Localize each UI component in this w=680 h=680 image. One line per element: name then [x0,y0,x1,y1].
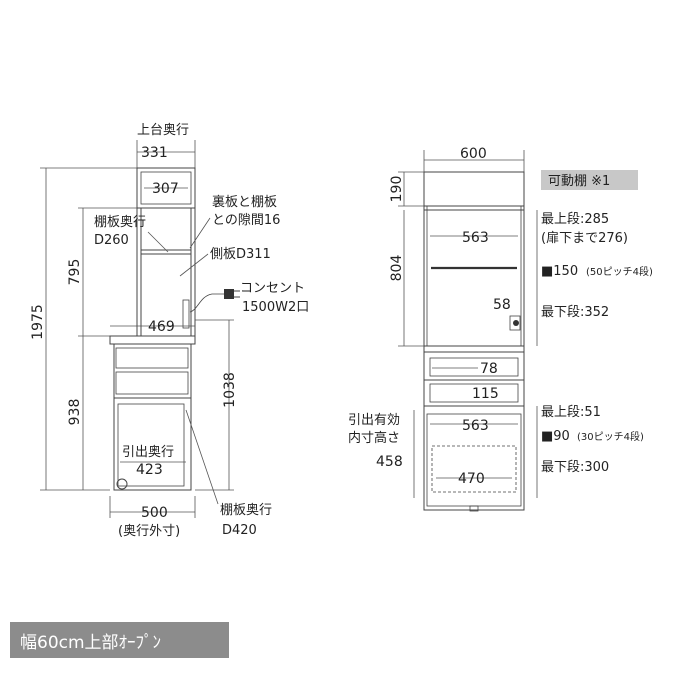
plug-icon [224,289,234,299]
pitch-lower-note: (30ピッチ4段) [577,430,644,443]
upper-top-line2: (扉下まで276) [541,230,628,246]
outlet-value: 1500W2口 [242,300,309,315]
shelf-depth-label: 棚板奥行 [94,215,146,230]
shelf-depth-value: D260 [94,233,129,248]
top-height-value: 190 [389,176,405,203]
front-cabinet [423,171,525,511]
lower-cabinet [113,343,192,491]
back-gap-line1: 裏板と棚板 [212,195,277,210]
inner-drawer [431,445,517,493]
front-view: 600 563 58 190 804 78 115 [348,146,653,512]
drawer-depth-label: 引出奥行 [122,445,174,460]
pitch-upper-note: (50ピッチ4段) [586,265,653,278]
pitch-upper: ■150 [541,264,578,279]
movable-shelf-tag [541,170,638,190]
inner-width-lower-value: 563 [462,418,489,434]
side-panel-label: 側板D311 [210,247,271,262]
lower-shelf-value: D420 [222,523,257,538]
outlet-box [182,299,190,329]
total-height-value: 1975 [30,304,46,340]
outlet-icon [513,320,519,326]
drawer-effective-line1: 引出有効 [348,413,400,428]
drawer-effective-line2: 内寸高さ [348,430,400,446]
movable-shelf-label: 可動棚 ※1 [548,174,610,189]
upper-top-line1: 最上段:285 [541,212,609,227]
drawer-inner-width-value: 470 [458,471,485,487]
outlet-label: コンセント [240,281,305,296]
mid-height-value: 804 [389,255,405,282]
bottom-depth-value: 500 [141,505,168,521]
caster-icon [116,478,128,490]
lower-top: 最上段:51 [541,405,601,420]
footer-label-box: 幅60cm上部ｵｰﾌﾟﾝ [10,622,229,658]
drawer-depth-value: 423 [136,462,163,478]
lower-height-value: 938 [67,399,83,426]
front-width-value: 600 [460,146,487,162]
side-view: 上台奥行 331 307 1975 795 938 [30,123,309,539]
drawer1-value: 78 [480,361,498,377]
counter-top [109,335,196,345]
lower-shelf-label: 棚板奥行 [220,503,272,518]
lower-right-height-value: 1038 [222,372,238,408]
upper-height-value: 795 [67,259,83,286]
bottom-depth-note: (奥行外寸) [118,524,180,539]
pitch-lower: ■90 [541,429,570,444]
inner-width-upper-value: 563 [462,230,489,246]
upper-depth-title: 上台奥行 [137,123,189,138]
upper-depth-value: 331 [141,145,168,161]
lower-bottom: 最下段:300 [541,460,609,475]
upper-bottom: 最下段:352 [541,305,609,320]
drawer2-value: 115 [472,386,499,402]
drawer-effective-value: 458 [376,454,403,470]
back-gap-line2: との隙間16 [212,213,280,228]
outlet-cord [189,293,224,313]
outlet-offset-value: 58 [493,297,511,313]
upper-cabinet-top [136,167,196,209]
counter-depth-value: 469 [148,319,175,335]
inner-depth-value: 307 [152,181,179,197]
footer-label: 幅60cm上部ｵｰﾌﾟﾝ [20,632,162,653]
